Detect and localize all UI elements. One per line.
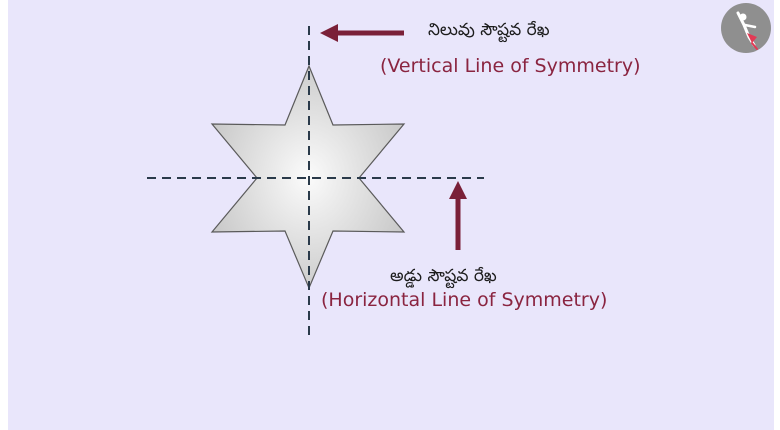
horizontal-line-label-telugu: అడ్డు సౌష్టవ రేఖ [390, 266, 497, 286]
slide-canvas [8, 0, 774, 430]
channel-logo [721, 3, 771, 53]
vertical-line-label-telugu: నిలువు సౌష్టవ రేఖ [428, 20, 550, 40]
horizontal-line-label-english: (Horizontal Line of Symmetry) [321, 289, 608, 311]
rocket-person-icon [736, 11, 758, 50]
vertical-label-arrow [320, 24, 404, 42]
horizontal-label-arrow [449, 181, 467, 250]
vertical-line-label-english: (Vertical Line of Symmetry) [380, 55, 641, 77]
